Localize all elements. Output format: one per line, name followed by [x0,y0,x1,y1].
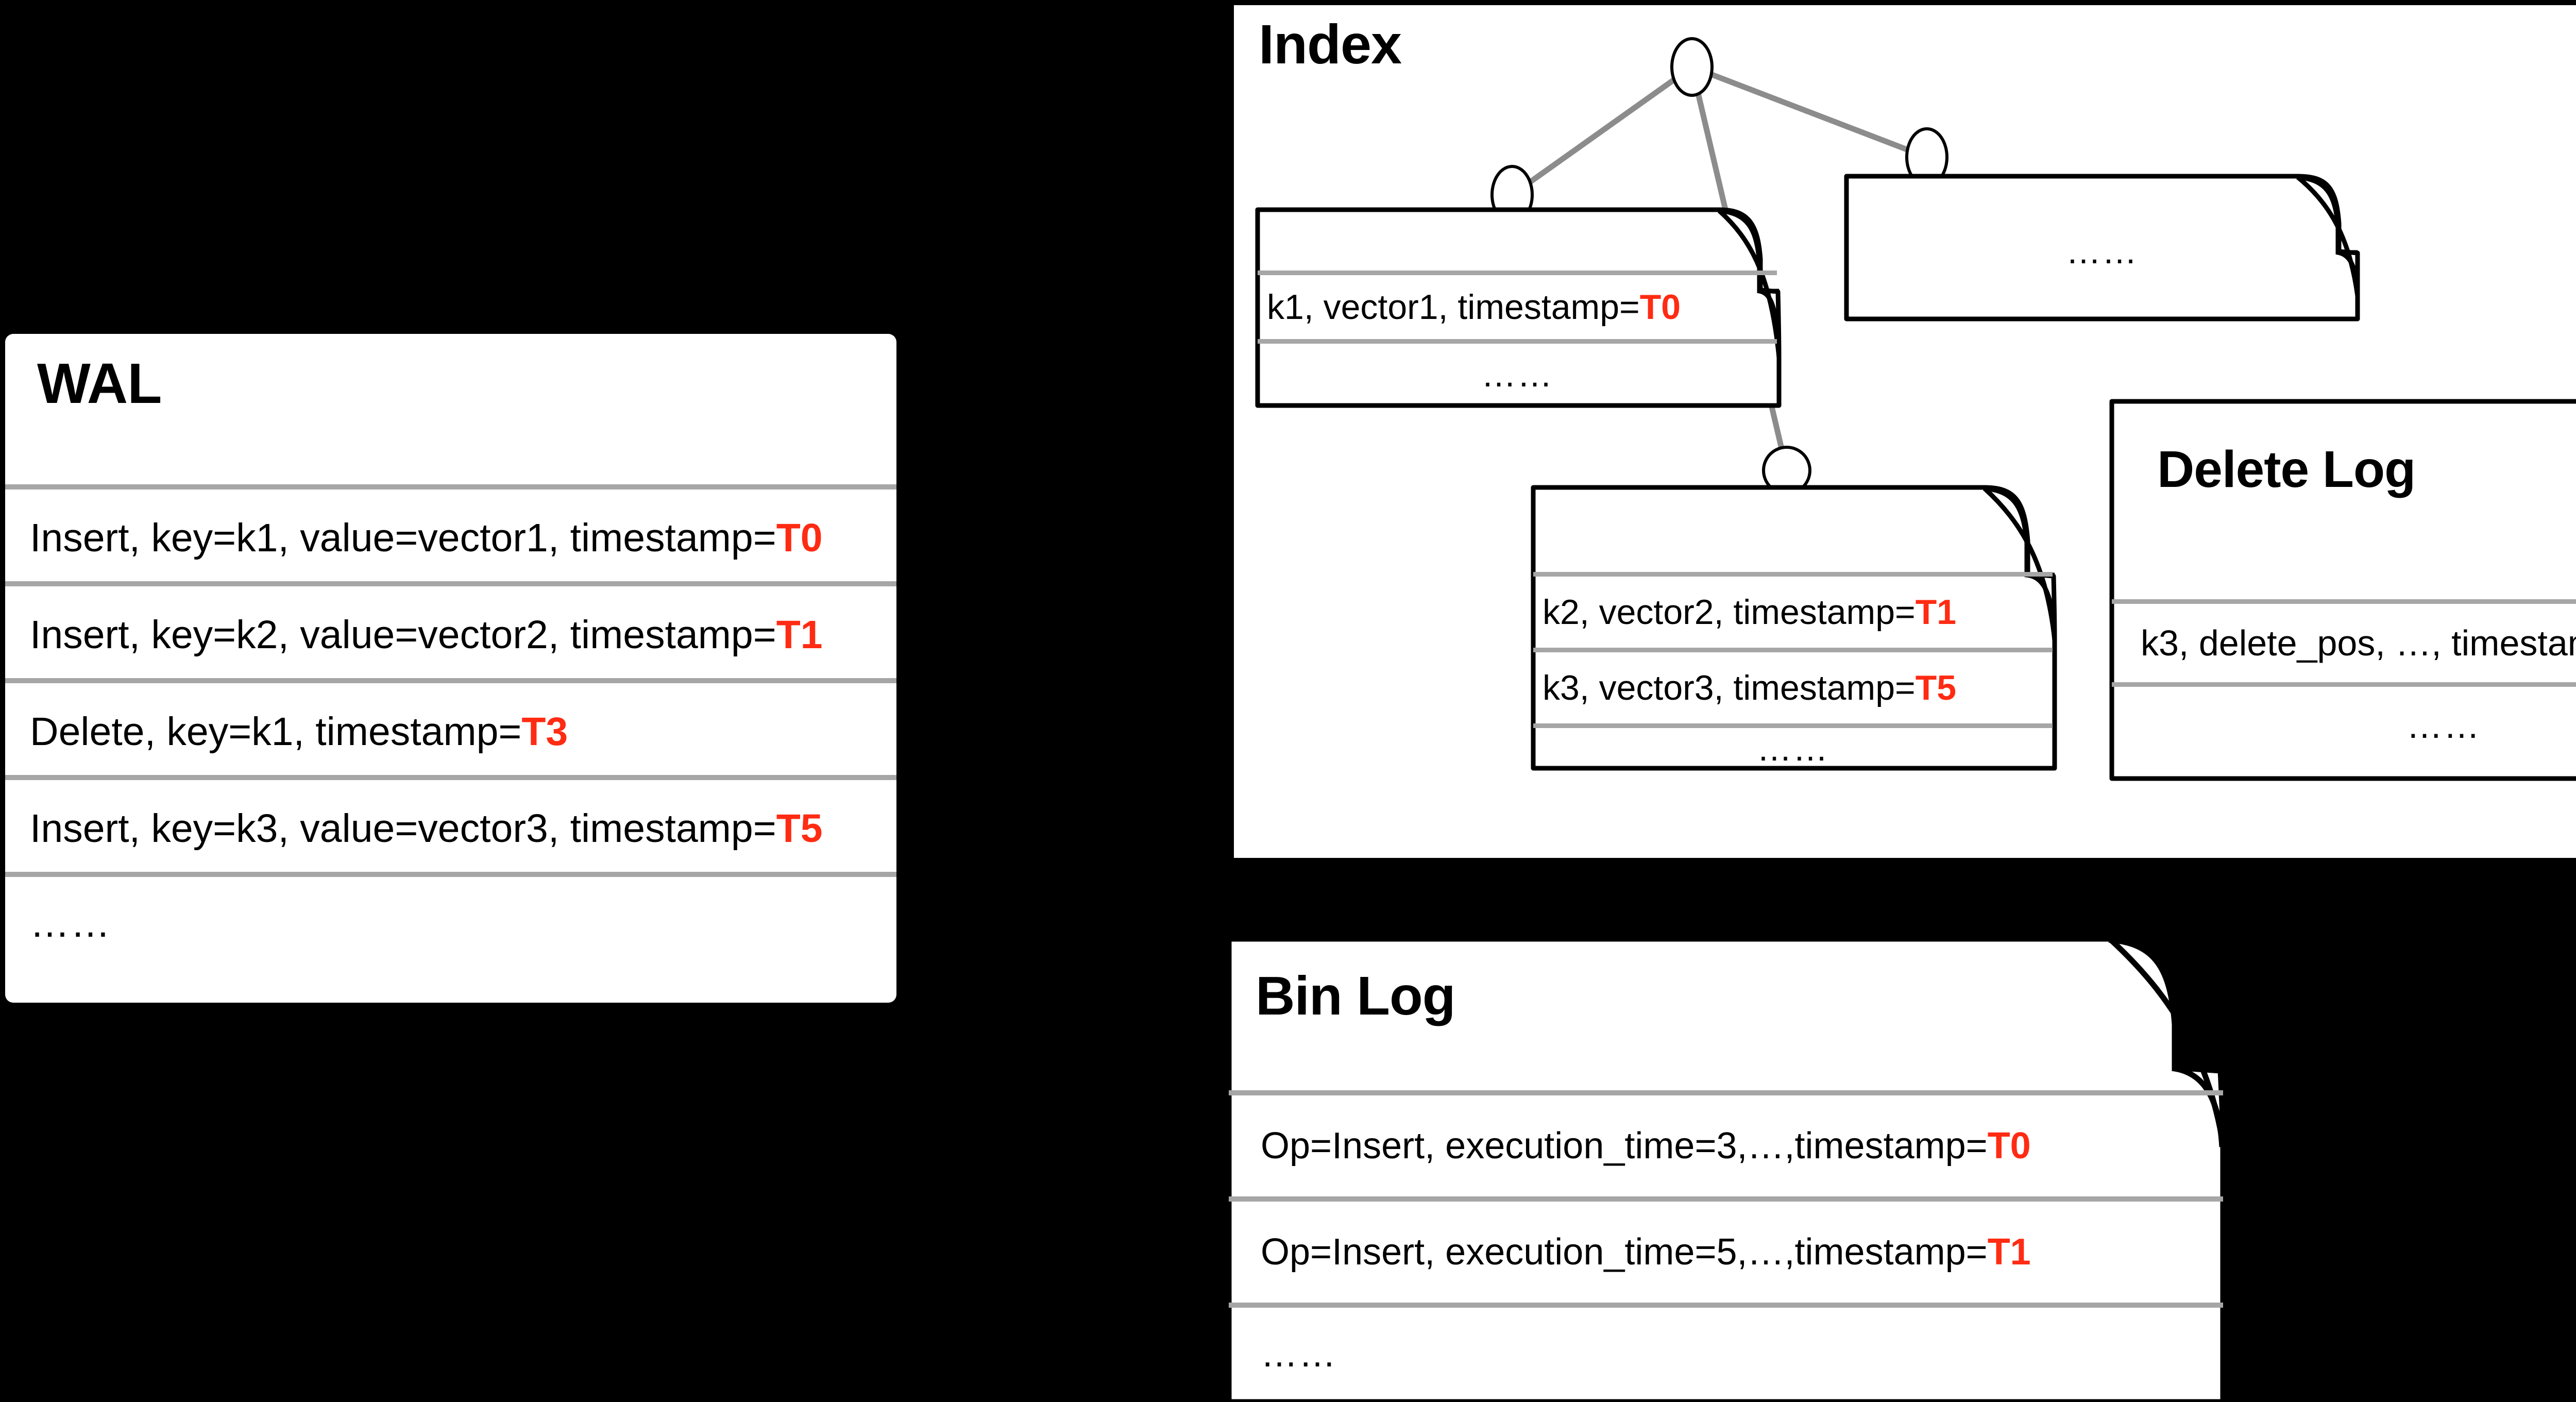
wal-row-4-text: …… [30,901,111,945]
index-leaf-k2k3-separator-2 [1533,723,2053,728]
wal-row-0-text: Insert, key=k1, value=vector1, timestamp… [30,515,776,560]
bin-log-separator-1 [1229,1196,2223,1202]
index-leaf-k1-row-1: …… [1258,344,1777,406]
delete-log-row-1-text: …… [2406,705,2481,746]
wal-title: WAL [37,352,162,415]
delete-log-title: Delete Log [2157,441,2416,498]
delete-log-row-0-text: k3, delete_pos, …, timestamp= [2141,623,2576,663]
bin-log-title: Bin Log [1256,966,1455,1026]
wal-row-3-text: Insert, key=k3, value=vector3, timestamp… [30,806,776,851]
wal-row-2-timestamp: T3 [521,709,568,754]
index-leaf-k1-separator-1 [1258,339,1777,344]
bin-log-separator-0 [1229,1090,2223,1095]
index-leaf-k2k3-separator-1 [1533,648,2053,652]
index-leaf-k1-row-0: k1, vector1, timestamp=T0 [1267,275,1777,339]
wal-panel: WAL Insert, key=k1, value=vector1, times… [5,334,896,1003]
bin-log-separator-2 [1229,1303,2223,1308]
index-title: Index [1259,13,1402,75]
index-leaf-k2k3-row-2-text: …… [1757,729,1829,768]
index-leaf-k1-row-0-text: k1, vector1, timestamp= [1267,288,1640,327]
index-leaf-k2k3-row-0: k2, vector2, timestamp=T1 [1543,577,2053,648]
index-leaf-k2k3: k2, vector2, timestamp=T1 k3, vector3, t… [1531,485,2057,771]
index-leaf-k2k3-row-0-timestamp: T1 [1915,593,1957,632]
delete-log-panel: Delete Log k3, delete_pos, …, timestamp=… [2109,399,2576,781]
index-leaf-ellipsis-row-0-text: …… [2066,232,2138,271]
index-leaf-k1-separator-0 [1258,271,1777,275]
index-leaf-k2k3-row-2: …… [1533,728,2053,769]
wal-row-2-text: Delete, key=k1, timestamp= [30,709,522,754]
index-leaf-ellipsis: …… [1844,174,2360,322]
bin-log-row-0-text: Op=Insert, execution_time=3,…,timestamp= [1261,1125,1988,1167]
wal-row-1-timestamp: T1 [776,612,823,657]
wal-row-3-timestamp: T5 [776,806,823,851]
index-leaf-k2k3-separator-0 [1533,572,2053,577]
index-leaf-k1-row-1-text: …… [1481,355,1553,394]
delete-log-separator-1 [2112,682,2576,687]
index-leaf-k2k3-row-1-timestamp: T5 [1915,668,1957,707]
index-leaf-k2k3-row-0-text: k2, vector2, timestamp= [1543,593,1916,632]
bin-log-panel: Bin Log Op=Insert, execution_time=3,…,ti… [1226,936,2226,1402]
index-leaf-k1: k1, vector1, timestamp=T0 …… [1255,207,1782,408]
bin-log-foldedge [2109,937,2226,1145]
bin-log-row-1: Op=Insert, execution_time=5,…,timestamp=… [1261,1202,2219,1303]
wal-row-0-timestamp: T0 [776,515,823,560]
index-leaf-k1-row-0-timestamp: T0 [1639,288,1681,327]
wal-row-1-text: Insert, key=k2, value=vector2, timestamp… [30,612,776,657]
wal-row-0: Insert, key=k1, value=vector1, timestamp… [30,489,885,586]
wal-separator-4 [5,872,896,877]
bin-log-row-1-timestamp: T1 [1987,1231,2031,1273]
wal-row-1: Insert, key=k2, value=vector2, timestamp… [30,586,885,683]
index-leaf-k2k3-row-1: k3, vector3, timestamp=T5 [1543,652,2053,723]
wal-row-4: …… [30,877,885,970]
wal-row-2: Delete, key=k1, timestamp=T3 [30,683,885,780]
delete-log-separator-0 [2112,599,2576,604]
bin-log-row-0: Op=Insert, execution_time=3,…,timestamp=… [1261,1095,2219,1196]
index-leaf-ellipsis-row-0: …… [1846,226,2358,277]
delete-log-row-0: k3, delete_pos, …, timestamp=T3 [2141,604,2576,682]
index-leaf-ellipsis-foldedge [2296,175,2360,296]
delete-log-row-1: …… [2112,687,2576,764]
bin-log-row-2: …… [1261,1308,2219,1400]
bin-log-row-1-text: Op=Insert, execution_time=5,…,timestamp= [1261,1231,1988,1273]
index-leaf-k2k3-foldedge [1982,486,2057,640]
wal-row-3: Insert, key=k3, value=vector3, timestamp… [30,780,885,877]
wal-separator-2 [5,678,896,683]
bin-log-row-0-timestamp: T0 [1987,1125,2031,1167]
wal-separator-0 [5,484,896,489]
index-leaf-k1-foldedge [1717,209,1782,358]
bin-log-row-2-text: …… [1261,1333,1337,1375]
wal-separator-1 [5,581,896,586]
wal-separator-3 [5,775,896,780]
index-leaf-k2k3-row-1-text: k3, vector3, timestamp= [1543,668,1916,707]
